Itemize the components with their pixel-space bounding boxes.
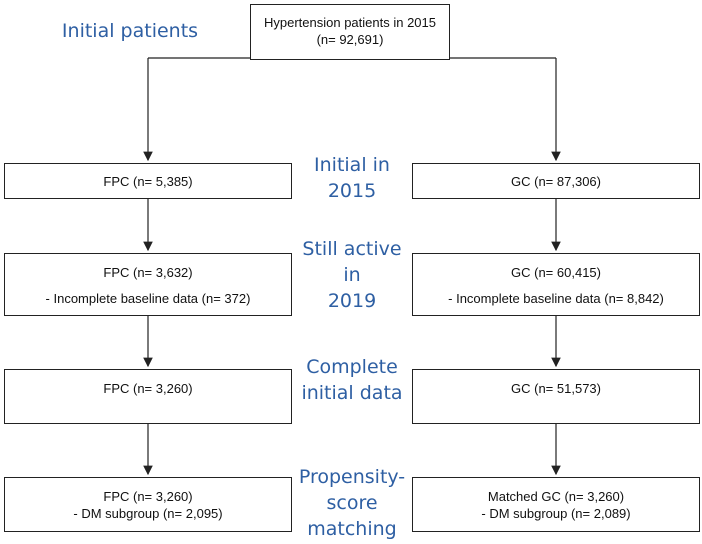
box-gc-matched: Matched GC (n= 3,260) - DM subgroup (n= … — [412, 477, 700, 532]
box-gc-matched-dm: - DM subgroup (n= 2,089) — [481, 506, 631, 521]
stage-initial-2015: Initial in 2015 — [292, 152, 412, 204]
box-fpc-complete: FPC (n= 3,260) — [4, 369, 292, 424]
stage-complete-line2: initial data — [301, 382, 403, 404]
stage-complete-line1: Complete — [306, 356, 398, 378]
box-fpc-matched-text: FPC (n= 3,260) — [103, 489, 193, 504]
box-gc-complete-text: GC (n= 51,573) — [511, 381, 601, 396]
box-gc-active-text: GC (n= 60,415) — [511, 265, 601, 280]
stage-still-active-line1: Still active in — [302, 238, 402, 286]
box-gc-matched-text: Matched GC (n= 3,260) — [487, 489, 625, 504]
stage-initial-patients-label: Initial patients — [61, 20, 199, 42]
box-fpc-matched-dm: - DM subgroup (n= 2,095) — [73, 506, 223, 521]
stage-initial-patients: Initial patients — [50, 18, 210, 44]
box-gc-active: GC (n= 60,415) - Incomplete baseline dat… — [412, 253, 700, 316]
box-fpc-active-text: FPC (n= 3,632) — [103, 265, 193, 280]
stage-psm: Propensity- score matching — [298, 464, 406, 542]
box-fpc-active: FPC (n= 3,632) - Incomplete baseline dat… — [4, 253, 292, 316]
box-fpc-initial-text: FPC (n= 5,385) — [103, 174, 193, 189]
stage-complete: Complete initial data — [296, 354, 408, 406]
box-fpc-active-exclusion: - Incomplete baseline data (n= 372) — [45, 291, 251, 306]
stage-still-active-line2: 2019 — [327, 290, 377, 312]
box-gc-initial: GC (n= 87,306) — [412, 163, 700, 199]
stage-initial-2015-label: Initial in 2015 — [314, 154, 390, 202]
box-all-patients-title: Hypertension patients in 2015 — [263, 15, 436, 30]
stage-psm-line2: score — [326, 492, 378, 514]
box-gc-initial-text: GC (n= 87,306) — [511, 174, 601, 189]
box-fpc-matched: FPC (n= 3,260) - DM subgroup (n= 2,095) — [4, 477, 292, 532]
box-gc-complete: GC (n= 51,573) — [412, 369, 700, 424]
box-fpc-complete-text: FPC (n= 3,260) — [103, 381, 193, 396]
box-fpc-initial: FPC (n= 5,385) — [4, 163, 292, 199]
box-all-patients: Hypertension patients in 2015 (n= 92,691… — [250, 4, 450, 60]
box-gc-active-exclusion: - Incomplete baseline data (n= 8,842) — [448, 291, 664, 306]
stage-psm-line3: matching — [307, 518, 397, 540]
stage-psm-line1: Propensity- — [298, 466, 406, 488]
stage-still-active: Still active in 2019 — [294, 236, 410, 314]
box-all-patients-count: (n= 92,691) — [316, 32, 384, 47]
